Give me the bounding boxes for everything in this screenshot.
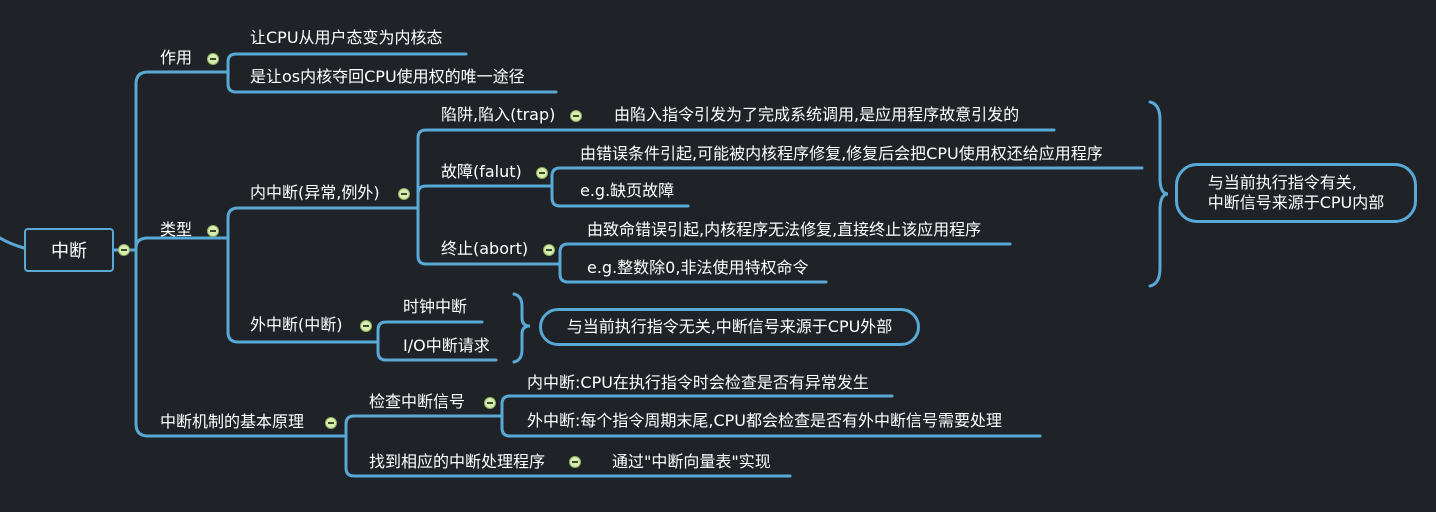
check-item-external[interactable]: 外中断:每个指令周期末尾,CPU都会检查是否有外中断信号需要处理 bbox=[527, 411, 1003, 430]
collapse-icon[interactable] bbox=[207, 225, 219, 237]
fault-item-2[interactable]: e.g.缺页故障 bbox=[580, 181, 675, 200]
check-item-internal[interactable]: 内中断:CPU在执行指令时会检查是否有异常发生 bbox=[527, 373, 869, 392]
abort-item-2[interactable]: e.g.整数除0,非法使用特权命令 bbox=[587, 258, 809, 277]
branch-effect[interactable]: 作用 bbox=[160, 48, 193, 67]
collapse-icon[interactable] bbox=[398, 188, 410, 200]
handler-node[interactable]: 找到相应的中断处理程序 bbox=[369, 452, 546, 471]
external-item-clock[interactable]: 时钟中断 bbox=[403, 297, 468, 316]
branch-mechanism[interactable]: 中断机制的基本原理 bbox=[160, 412, 305, 431]
collapse-icon[interactable] bbox=[360, 320, 372, 332]
effect-item-2[interactable]: 是让os内核夺回CPU使用权的唯一途径 bbox=[250, 67, 525, 86]
collapse-icon[interactable] bbox=[570, 110, 582, 122]
trap-node[interactable]: 陷阱,陷入(trap) bbox=[441, 105, 556, 124]
fault-node[interactable]: 故障(falut) bbox=[441, 162, 522, 181]
abort-node[interactable]: 终止(abort) bbox=[441, 239, 529, 258]
external-summary-bubble[interactable]: 与当前执行指令无关,中断信号来源于CPU外部 bbox=[539, 308, 920, 346]
internal-summary-line-2: 中断信号来源于CPU内部 bbox=[1207, 193, 1385, 212]
collapse-icon[interactable] bbox=[569, 456, 581, 468]
effect-item-1[interactable]: 让CPU从用户态变为内核态 bbox=[250, 28, 443, 47]
handler-desc[interactable]: 通过"中断向量表"实现 bbox=[612, 452, 771, 471]
collapse-icon[interactable] bbox=[536, 167, 548, 179]
collapse-icon[interactable] bbox=[325, 417, 337, 429]
trap-desc[interactable]: 由陷入指令引发为了完成系统调用,是应用程序故意引发的 bbox=[614, 105, 1020, 124]
fault-item-1[interactable]: 由错误条件引起,可能被内核程序修复,修复后会把CPU使用权还给应用程序 bbox=[580, 144, 1103, 163]
check-signal-node[interactable]: 检查中断信号 bbox=[369, 392, 466, 411]
internal-summary-bubble[interactable]: 与当前执行指令有关, 中断信号来源于CPU内部 bbox=[1175, 163, 1417, 223]
collapse-icon[interactable] bbox=[118, 244, 130, 256]
external-interrupt[interactable]: 外中断(中断) bbox=[250, 315, 343, 334]
root-node[interactable]: 中断 bbox=[24, 228, 114, 272]
branch-types[interactable]: 类型 bbox=[160, 220, 193, 239]
abort-item-1[interactable]: 由致命错误引起,内核程序无法修复,直接终止该应用程序 bbox=[587, 220, 982, 239]
internal-interrupt[interactable]: 内中断(异常,例外) bbox=[250, 183, 380, 202]
collapse-icon[interactable] bbox=[484, 397, 496, 409]
external-item-io[interactable]: I/O中断请求 bbox=[403, 336, 490, 355]
collapse-icon[interactable] bbox=[543, 244, 555, 256]
collapse-icon[interactable] bbox=[207, 53, 219, 65]
internal-summary-line-1: 与当前执行指令有关, bbox=[1207, 173, 1357, 192]
